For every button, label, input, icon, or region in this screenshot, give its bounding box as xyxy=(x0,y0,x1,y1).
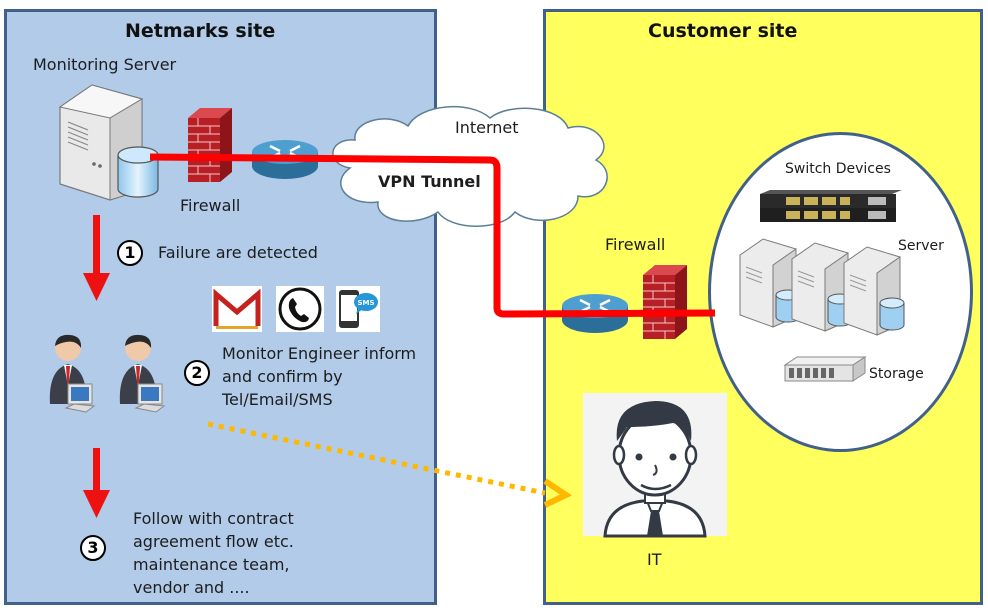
step3-text: Follow with contract agreement flow etc.… xyxy=(133,509,294,597)
server-label: Server xyxy=(898,238,944,254)
step1-badge: 1 xyxy=(117,240,143,266)
it-label: IT xyxy=(647,550,662,569)
monitor-engineers-icon xyxy=(49,334,165,413)
internet-label: Internet xyxy=(455,118,519,137)
database-icon xyxy=(117,146,159,198)
switch-devices-label: Switch Devices xyxy=(785,161,891,177)
sms-badge-text: SMS xyxy=(357,299,374,307)
phone-icon xyxy=(276,286,324,332)
firewall-label-netmarks: Firewall xyxy=(180,196,241,215)
step2-text: Monitor Engineer inform and confirm by T… xyxy=(222,344,417,409)
firewall-label-customer: Firewall xyxy=(605,235,666,254)
gmail-icon xyxy=(212,286,262,332)
step2-badge: 2 xyxy=(184,360,210,386)
storage-icon xyxy=(783,356,867,382)
it-person-icon xyxy=(583,393,727,538)
firewall-icon-netmarks xyxy=(188,108,232,182)
step1-text: Failure are detected xyxy=(158,243,318,262)
sms-icon: SMS xyxy=(336,286,380,332)
switch-devices-icon xyxy=(760,190,902,222)
step3-badge: 3 xyxy=(80,535,106,561)
internet-cloud-icon xyxy=(332,105,608,227)
netmarks-site-title: Netmarks site xyxy=(125,20,276,42)
server-rack-icon xyxy=(739,238,905,336)
storage-label: Storage xyxy=(869,366,924,382)
monitoring-server-label: Monitoring Server xyxy=(33,55,177,74)
firewall-icon-customer xyxy=(643,265,687,339)
step3-down-arrow xyxy=(83,448,110,518)
step1-down-arrow xyxy=(83,215,110,301)
vpn-tunnel-label: VPN Tunnel xyxy=(378,172,481,191)
customer-site-title: Customer site xyxy=(648,20,798,42)
